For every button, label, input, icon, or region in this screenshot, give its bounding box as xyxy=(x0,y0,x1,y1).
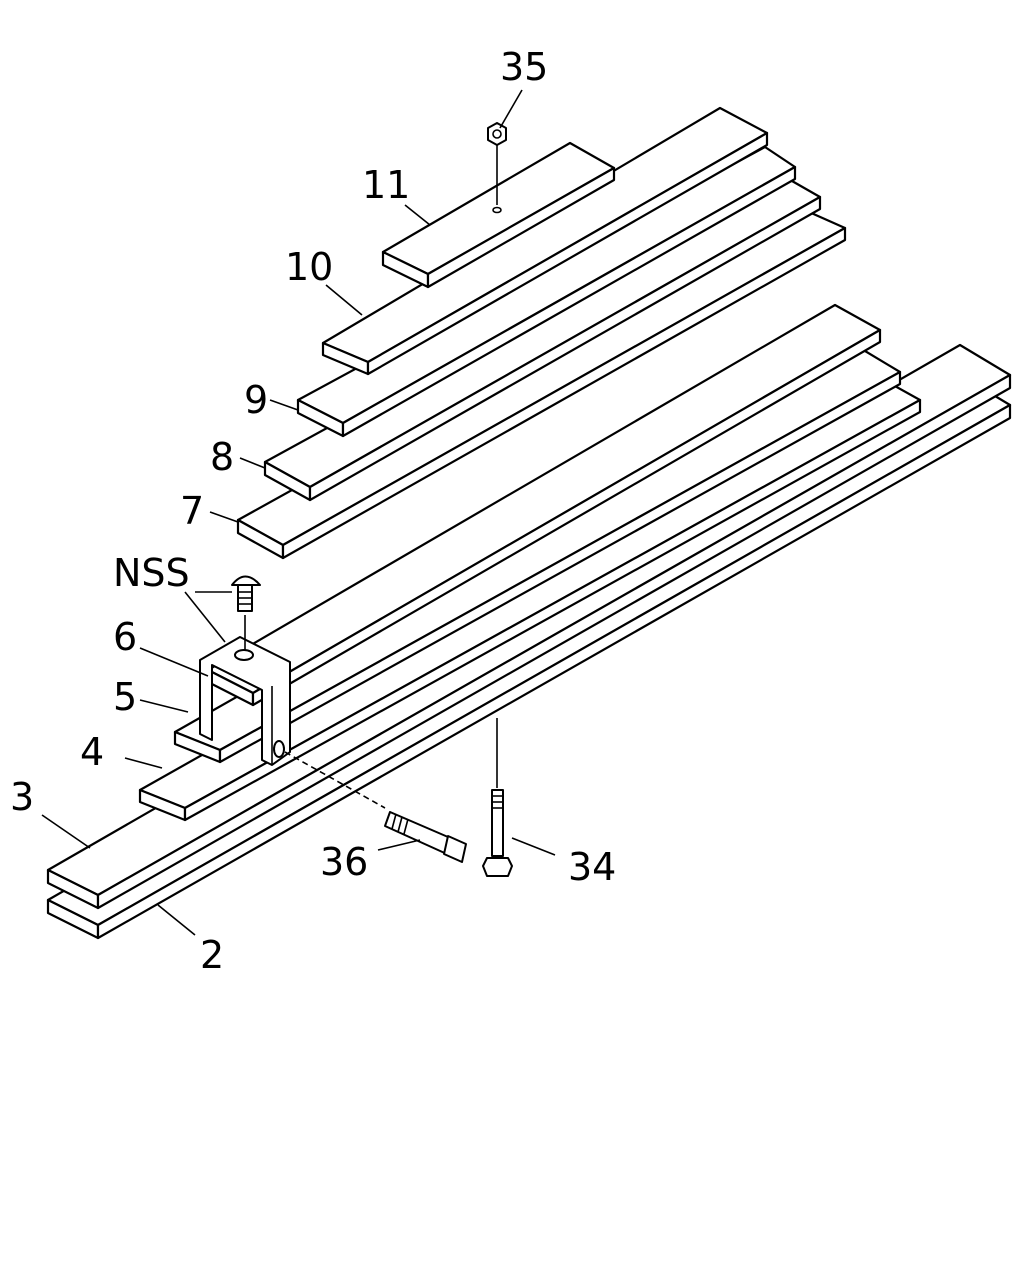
nut-35 xyxy=(487,122,507,205)
rebound-clip xyxy=(199,636,291,766)
callout-3: 3 xyxy=(10,775,34,819)
callout-9: 9 xyxy=(244,378,268,422)
callout-36: 36 xyxy=(320,840,368,884)
callout-7: 7 xyxy=(180,489,204,533)
rivet-nss xyxy=(231,575,261,650)
center-bolt-hole xyxy=(492,206,502,214)
clip-side-hole xyxy=(273,740,285,758)
callout-8: 8 xyxy=(210,435,234,479)
bolt-36 xyxy=(284,751,467,863)
callout-10: 10 xyxy=(285,245,333,289)
callout-2: 2 xyxy=(200,933,224,977)
spring-leaf-8 xyxy=(263,175,822,502)
callout-nss: NSS xyxy=(113,551,190,595)
callout-6: 6 xyxy=(113,615,137,659)
callout-4: 4 xyxy=(80,730,104,774)
leader-lines xyxy=(41,89,556,936)
callout-11: 11 xyxy=(362,163,410,207)
clip-top-hole xyxy=(234,649,254,661)
spring-leaf-5 xyxy=(173,343,902,764)
spring-leaf-4 xyxy=(138,373,922,822)
callout-34: 34 xyxy=(568,845,616,889)
spring-leaf-11 xyxy=(381,141,616,289)
callout-5: 5 xyxy=(113,675,137,719)
callout-35: 35 xyxy=(500,45,548,89)
spring-leaf-6 xyxy=(206,303,882,707)
spring-leaf-10 xyxy=(321,106,769,376)
center-bolt-34 xyxy=(482,718,513,877)
